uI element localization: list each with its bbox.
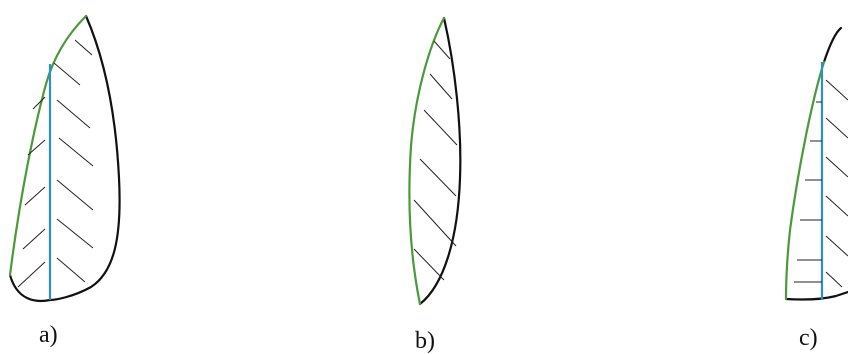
leaf-c-outline [824,28,841,62]
panel-label-c: c) [799,326,818,350]
leaf-a-green-edge [10,16,86,275]
leaf-a-hatch-lines [18,40,93,287]
panel-label-a: a) [39,323,58,347]
panel-label-b: b) [415,329,435,353]
leaf-a [10,16,120,301]
leaf-c-bottom-outline [786,292,848,300]
leaf-c [786,28,848,300]
leaf-b-green-edge [409,18,444,304]
leaf-a-outline [10,16,120,301]
leaf-b [409,18,460,304]
